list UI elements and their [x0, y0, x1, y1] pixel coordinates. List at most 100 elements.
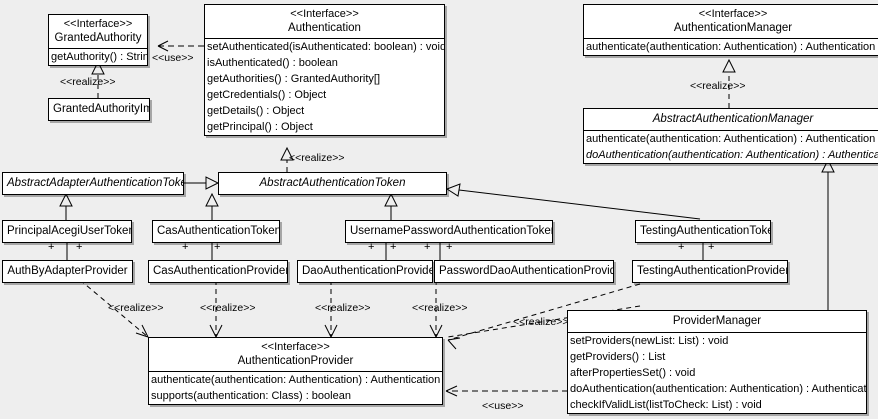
stereotype-label: <<Interface>> — [698, 8, 768, 20]
edge-principalacegiusertoken-extends-abstractadaptertoken — [59, 192, 73, 220]
edge-label-realize-casprovider: <<realize>> — [200, 302, 256, 314]
class-header: AuthByAdapterProvider — [3, 261, 132, 282]
edge-label-realize-passworddaoprovider: <<realize>> — [412, 302, 468, 314]
member-row: supports(authentication: Class) : boolea… — [151, 390, 351, 402]
class-header: CasAuthenticationToken — [153, 221, 279, 242]
class-name: AbstractAdapterAuthenticationToken — [7, 177, 184, 189]
multiplicity-principalacegi-right: + — [76, 241, 83, 253]
member-row: doAuthentication(authentication: Authent… — [586, 149, 878, 161]
class-header: ProviderManager — [568, 311, 866, 332]
member-row: getAuthority() : String — [51, 51, 148, 63]
class-testing-authentication-provider[interactable]: TestingAuthenticationProvider — [632, 260, 788, 283]
multiplicity-userpass-3: + — [424, 241, 431, 253]
class-header: CasAuthenticationProvider — [149, 261, 287, 282]
class-name: UsernamePasswordAuthenticationToken — [350, 225, 553, 237]
member-list: getAuthority() : String — [49, 49, 147, 65]
stereotype-label: <<Interface>> — [63, 18, 133, 30]
multiplicity-userpass-1: + — [368, 241, 375, 253]
class-authentication-manager[interactable]: <<Interface>> AuthenticationManager auth… — [583, 4, 878, 56]
class-name: AuthByAdapterProvider — [7, 265, 128, 277]
class-name: AbstractAuthenticationManager — [652, 113, 814, 125]
member-row: checkIfValidList(listToCheck: List) : vo… — [570, 399, 762, 411]
multiplicity-castoken-right: + — [214, 241, 221, 253]
class-name: TestingAuthenticationToken — [640, 225, 771, 237]
member-row: doAuthentication(authentication: Authent… — [570, 383, 867, 395]
member-row: setAuthenticated(isAuthenticated: boolea… — [207, 41, 445, 53]
multiplicity-testingtoken-left: + — [678, 241, 685, 253]
multiplicity-principalacegi-left: + — [48, 241, 55, 253]
member-list: authenticate(authentication: Authenticat… — [149, 372, 442, 404]
member-row: authenticate(authentication: Authenticat… — [151, 374, 441, 386]
class-name: PasswordDaoAuthenticationProvider — [439, 265, 614, 277]
edge-label-use-providermanager: <<use>> — [482, 400, 524, 412]
class-testing-authentication-token[interactable]: TestingAuthenticationToken — [635, 220, 771, 243]
divider — [568, 332, 866, 333]
class-header: <<Interface>> AuthenticationProvider — [149, 338, 442, 371]
edge-usernamepasswordtoken-extends-abstractauthenticationtoken — [384, 192, 398, 220]
multiplicity-userpass-2: + — [390, 241, 397, 253]
edge-label-realize-daoprovider: <<realize>> — [315, 302, 371, 314]
class-abstract-adapter-authentication-token[interactable]: AbstractAdapterAuthenticationToken — [2, 172, 184, 195]
member-row: getDetails() : Object — [207, 105, 305, 117]
class-name: AbstractAuthenticationToken — [259, 177, 406, 189]
divider — [584, 130, 878, 131]
multiplicity-castoken-left: + — [182, 241, 189, 253]
class-header: AbstractAdapterAuthenticationToken — [3, 173, 183, 194]
class-authentication[interactable]: <<Interface>> Authentication setAuthenti… — [204, 4, 445, 136]
class-dao-authentication-provider[interactable]: DaoAuthenticationProvider — [297, 260, 433, 283]
class-cas-authentication-token[interactable]: CasAuthenticationToken — [152, 220, 280, 243]
class-abstract-authentication-manager[interactable]: AbstractAuthenticationManager authentica… — [583, 108, 878, 164]
class-header: <<Interface>> GrantedAuthority — [49, 15, 147, 48]
class-name: CasAuthenticationProvider — [153, 265, 288, 277]
class-name: GrantedAuthorityImpl — [53, 103, 149, 115]
class-header: AbstractAuthenticationToken — [219, 173, 446, 194]
class-cas-authentication-provider[interactable]: CasAuthenticationProvider — [148, 260, 288, 283]
edge-label-realize-abstractauthenticationtoken: <<realize>> — [289, 152, 345, 164]
member-row: getPrincipal() : Object — [207, 121, 313, 133]
class-name: PrincipalAcegiUserToken — [7, 225, 132, 237]
class-provider-manager[interactable]: ProviderManager setProviders(newList: Li… — [567, 310, 867, 414]
multiplicity-testingtoken-right: + — [708, 241, 715, 253]
stereotype-label: <<Interface>> — [261, 341, 330, 353]
member-row: getCredentials() : Object — [207, 89, 327, 101]
edge-abstractadaptertoken-extends-abstractauthenticationtoken — [184, 176, 220, 190]
member-list: authenticate(authentication: Authenticat… — [584, 39, 878, 55]
class-principal-acegi-user-token[interactable]: PrincipalAcegiUserToken — [2, 220, 132, 243]
edge-castoken-extends-abstractauthenticationtoken — [205, 192, 219, 220]
class-header: UsernamePasswordAuthenticationToken — [346, 221, 552, 242]
member-row: authenticate(authentication: Authenticat… — [586, 133, 876, 145]
class-granted-authority-impl[interactable]: GrantedAuthorityImpl — [48, 98, 150, 121]
class-header: GrantedAuthorityImpl — [49, 99, 149, 120]
class-header: <<Interface>> AuthenticationManager — [584, 5, 878, 38]
divider — [584, 38, 878, 39]
class-header: <<Interface>> Authentication — [205, 5, 444, 38]
edge-label-use-authentication-grantedauthority: <<use>> — [152, 52, 194, 64]
class-username-password-authentication-token[interactable]: UsernamePasswordAuthenticationToken — [345, 220, 553, 243]
class-password-dao-authentication-provider[interactable]: PasswordDaoAuthenticationProvider — [434, 260, 614, 283]
edge-testingtoken-extends-abstractauthenticationtoken — [445, 183, 701, 220]
member-list: authenticate(authentication: Authenticat… — [584, 131, 878, 163]
class-header: TestingAuthenticationProvider — [633, 261, 787, 282]
member-list: setProviders(newList: List) : void getPr… — [568, 333, 866, 413]
edge-providermanager-extends-abstractauthenticationmanager — [821, 158, 835, 310]
class-name: AuthenticationProvider — [237, 355, 354, 367]
class-abstract-authentication-token[interactable]: AbstractAuthenticationToken — [218, 172, 447, 195]
class-name: ProviderManager — [672, 315, 762, 327]
class-authentication-provider[interactable]: <<Interface>> AuthenticationProvider aut… — [148, 337, 443, 405]
member-row: setProviders(newList: List) : void — [570, 335, 729, 347]
divider — [49, 48, 147, 49]
class-name: Authentication — [288, 22, 361, 34]
divider — [149, 371, 442, 372]
class-auth-by-adapter-provider[interactable]: AuthByAdapterProvider — [2, 260, 133, 283]
edge-authentication-uses-grantedauthority — [157, 40, 204, 52]
class-header: PrincipalAcegiUserToken — [3, 221, 131, 242]
member-row: authenticate(authentication: Authenticat… — [586, 41, 876, 53]
member-row: isAuthenticated() : boolean — [207, 57, 338, 69]
edge-label-realize-grantedauthorityimpl: <<realize>> — [60, 76, 116, 88]
class-granted-authority[interactable]: <<Interface>> GrantedAuthority getAuthor… — [48, 14, 148, 66]
multiplicity-userpass-4: + — [446, 241, 453, 253]
class-header: PasswordDaoAuthenticationProvider — [435, 261, 613, 282]
member-row: getProviders() : List — [570, 351, 666, 363]
member-row: afterPropertiesSet() : void — [570, 367, 696, 379]
